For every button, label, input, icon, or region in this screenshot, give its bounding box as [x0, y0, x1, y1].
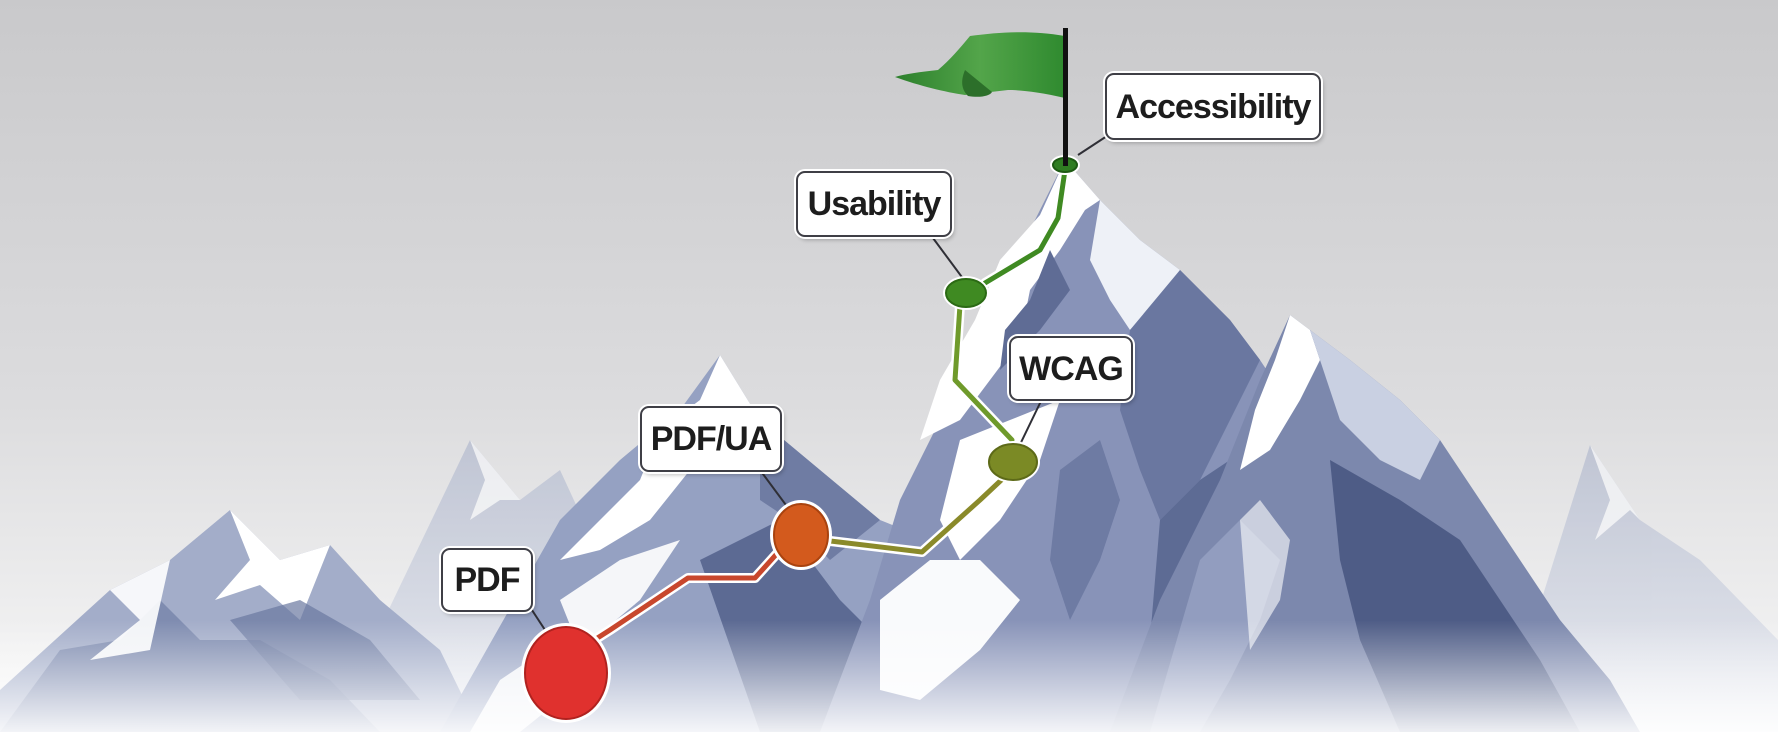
wcag-label: WCAG: [1009, 336, 1133, 401]
accessibility-label: Accessibility: [1105, 73, 1321, 140]
usability-node: [943, 276, 989, 310]
pdf-ua-node: [770, 500, 832, 570]
pdf-label: PDF: [441, 548, 533, 612]
usability-label: Usability: [796, 171, 952, 237]
pdf-ua-label: PDF/UA: [640, 406, 782, 472]
pdf-node: [521, 623, 611, 723]
flag-icon: [895, 28, 1068, 166]
flagpole: [1063, 28, 1068, 166]
ground-fade: [0, 620, 1778, 732]
wcag-node: [986, 441, 1040, 483]
